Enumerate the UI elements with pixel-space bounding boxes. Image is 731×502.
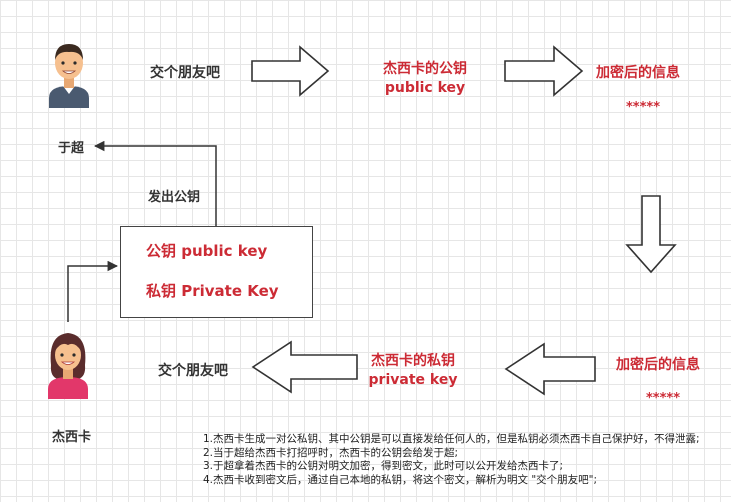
arrow-right-2: [504, 45, 584, 97]
arrow-left-2: [251, 340, 358, 394]
female-avatar-icon: [48, 333, 88, 399]
private-key-flow-line2: private key: [368, 372, 458, 388]
public-key-flow-label: 杰西卡的公钥 public key: [365, 60, 485, 98]
male-avatar-icon: [49, 44, 89, 108]
jessica-name: 杰西卡: [52, 430, 92, 445]
public-key-flow-line1: 杰西卡的公钥: [383, 61, 467, 77]
private-key-flow-line1: 杰西卡的私钥: [371, 353, 455, 369]
arrow-left-1: [504, 342, 596, 396]
bottom-left-message: 交个朋友吧: [158, 363, 228, 379]
send-public-key-line: [93, 140, 217, 226]
yuchao-name: 于超: [58, 141, 85, 156]
arrow-right-1: [251, 45, 330, 97]
key-pair-box: 公钥 public key 私钥 Private Key: [120, 226, 313, 318]
encrypted-top-stars: *****: [626, 100, 660, 115]
public-key-text: 公钥 public key: [146, 242, 268, 260]
arrow-down: [625, 195, 677, 274]
top-left-message: 交个朋友吧: [150, 65, 220, 81]
note-line: 1.杰西卡生成一对公私钥、其中公钥是可以直接发给任何人的，但是私钥必须杰西卡自己…: [203, 433, 700, 445]
note-line: 3.于超拿着杰西卡的公钥对明文加密，得到密文，此时可以公开发给杰西卡了;: [203, 460, 564, 472]
encrypted-bottom-title: 加密后的信息: [616, 357, 700, 373]
private-key-text: 私钥 Private Key: [146, 282, 279, 300]
jessica-to-keybox-line: [67, 260, 119, 322]
public-key-flow-line2: public key: [384, 80, 466, 96]
encrypted-bottom-stars: *****: [646, 391, 680, 406]
note-line: 4.杰西卡收到密文后，通过自己本地的私钥，将这个密文，解析为明文 "交个朋友吧"…: [203, 473, 598, 486]
private-key-flow-label: 杰西卡的私钥 private key: [353, 352, 473, 390]
encrypted-top-title: 加密后的信息: [596, 65, 680, 81]
explanation-notes: 1.杰西卡生成一对公私钥、其中公钥是可以直接发给任何人的，但是私钥必须杰西卡自己…: [203, 433, 728, 487]
note-line: 2.当于超给杰西卡打招呼时，杰西卡的公钥会给发于超;: [203, 446, 459, 459]
send-public-key-label: 发出公钥: [148, 190, 201, 205]
